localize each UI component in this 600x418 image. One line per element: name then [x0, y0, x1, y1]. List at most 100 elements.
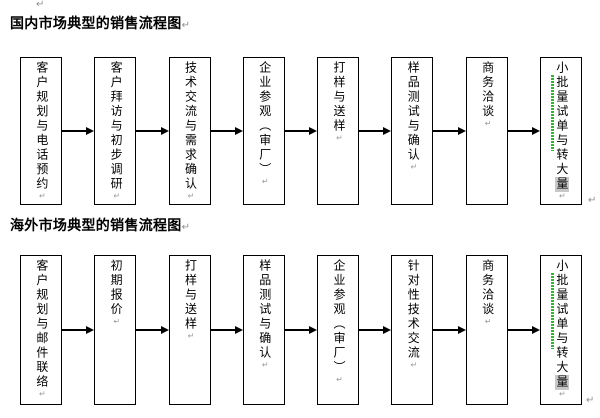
arrow-line — [433, 329, 459, 331]
arrow-line — [284, 130, 311, 132]
flow-step-box[interactable]: 样品测试与确认↵ — [391, 57, 434, 205]
flow-step-box[interactable]: 打样与送样↵ — [317, 57, 360, 205]
flow-step-box[interactable]: 客户拜访与初步调研↵ — [94, 57, 137, 205]
flow-step-label: 客户规划与电话预约↵ — [34, 61, 49, 201]
flow-arrow[interactable] — [359, 57, 392, 205]
flow-step-label: 小批量试单与转大量↵ — [554, 61, 569, 201]
arrow-line — [507, 130, 533, 132]
flow-step-label: 客户拜访与初步调研↵ — [109, 61, 124, 201]
flow-step-box[interactable]: 技术交流与需求确认↵ — [168, 57, 211, 205]
flow-arrow[interactable] — [284, 57, 318, 205]
flow-step-box[interactable]: 客户规划与电话预约↵ — [20, 57, 62, 205]
flow-step-box[interactable]: 小批量试单与转大量↵ — [539, 57, 582, 205]
domestic-flow-row: 客户规划与电话预约↵ 客户拜访与初步调研↵ 技术交流与需求确认↵ 企业参观（审厂）↵ 打… — [20, 57, 582, 205]
paragraph-mark: ↵ — [112, 191, 122, 201]
flow-step-label: 商务洽谈↵ — [480, 259, 495, 326]
paragraph-mark: ↵ — [335, 375, 345, 384]
arrow-head-icon — [234, 127, 243, 135]
paragraph-mark: ↵ — [557, 191, 567, 201]
arrow-head-icon — [457, 127, 466, 135]
paragraph-mark: ↵ — [186, 331, 196, 341]
overseas-flow-title-text: 海外市场典型的销售流程图 — [10, 217, 182, 233]
flow-arrow[interactable] — [507, 255, 540, 405]
arrow-line — [62, 329, 88, 331]
flow-arrow[interactable] — [210, 57, 243, 205]
flow-arrow[interactable] — [136, 57, 169, 205]
arrow-line — [210, 130, 236, 132]
paragraph-mark: ↵ — [37, 191, 47, 201]
flow-step-box[interactable]: 企业参观（审厂）↵ — [317, 255, 360, 405]
flow-step-box[interactable]: 客户规划与邮件联络↵ — [20, 255, 62, 405]
flow-arrow[interactable] — [210, 255, 243, 405]
flow-step-label: 商务洽谈↵ — [480, 61, 495, 128]
arrow-line — [359, 130, 385, 132]
flow-step-label: 打样与送样↵ — [183, 259, 198, 341]
flow-step-label: 小批量试单与转大量↵ — [554, 259, 569, 399]
flow-step-box[interactable]: 商务洽谈↵ — [465, 57, 508, 205]
arrow-head-icon — [309, 127, 318, 135]
paragraph-mark: ↵ — [586, 395, 595, 406]
flow-arrow[interactable] — [284, 255, 318, 405]
paragraph-mark: ↵ — [557, 389, 567, 399]
domestic-flow-title-text: 国内市场典型的销售流程图 — [10, 15, 182, 31]
flow-step-box[interactable]: 样品测试与确认↵ — [242, 255, 285, 405]
flow-step-box[interactable]: 打样与送样↵ — [168, 255, 211, 405]
arrow-line — [284, 329, 311, 331]
flow-step-label: 企业参观（审厂）↵ — [257, 61, 272, 186]
flow-step-label: 样品测试与确认↵ — [406, 61, 421, 172]
paragraph-mark: ↵ — [112, 317, 122, 326]
paragraph-mark: ↵ — [409, 162, 419, 172]
paragraph-mark: ↵ — [483, 317, 493, 326]
arrow-line — [136, 130, 162, 132]
flow-step-box[interactable]: 初期报价↵ — [94, 255, 137, 405]
arrow-head-icon — [86, 326, 95, 334]
paragraph-mark: ↵ — [335, 133, 345, 143]
arrow-head-icon — [383, 326, 392, 334]
flow-arrow[interactable] — [62, 57, 95, 205]
arrow-head-icon — [383, 127, 392, 135]
paragraph-mark: ↵ — [186, 191, 196, 201]
paragraph-mark: ↵ — [588, 195, 597, 206]
domestic-flow-title: 国内市场典型的销售流程图↵ — [10, 13, 190, 33]
arrow-head-icon — [309, 326, 318, 334]
paragraph-mark: ↵ — [36, 0, 45, 10]
spellcheck-underline — [550, 75, 554, 151]
flow-step-label: 样品测试与确认↵ — [257, 259, 272, 370]
flow-step-label: 企业参观（审厂）↵ — [332, 259, 347, 384]
flow-step-box[interactable]: 针对性技术交流↵ — [391, 255, 434, 405]
flow-arrow[interactable] — [359, 255, 392, 405]
flow-step-label: 打样与送样↵ — [332, 61, 347, 143]
flow-arrow[interactable] — [507, 57, 540, 205]
flow-step-box[interactable]: 企业参观（审厂）↵ — [242, 57, 285, 205]
arrow-head-icon — [160, 326, 169, 334]
overseas-flow-title: 海外市场典型的销售流程图↵ — [10, 215, 190, 235]
paragraph-mark: ↵ — [483, 119, 493, 128]
arrow-line — [136, 329, 162, 331]
paragraph-mark: ↵ — [409, 360, 419, 370]
arrow-line — [210, 329, 236, 331]
flow-step-label: 技术交流与需求确认↵ — [183, 61, 198, 201]
flow-step-box[interactable]: 商务洽谈↵ — [465, 255, 508, 405]
spellcheck-underline — [550, 273, 554, 349]
paragraph-mark: ↵ — [260, 177, 270, 186]
arrow-head-icon — [234, 326, 243, 334]
flow-step-label: 初期报价↵ — [109, 259, 124, 326]
flow-arrow[interactable] — [62, 255, 95, 405]
arrow-head-icon — [160, 127, 169, 135]
flow-arrow[interactable] — [433, 57, 466, 205]
arrow-head-icon — [531, 127, 540, 135]
paragraph-mark: ↵ — [181, 20, 191, 31]
flow-arrow[interactable] — [136, 255, 169, 405]
flow-step-label: 针对性技术交流↵ — [406, 259, 421, 370]
arrow-line — [433, 130, 459, 132]
paragraph-mark: ↵ — [181, 222, 191, 233]
flow-arrow[interactable] — [433, 255, 466, 405]
paragraph-mark: ↵ — [260, 360, 270, 370]
flow-step-box[interactable]: 小批量试单与转大量↵ — [539, 255, 582, 405]
arrow-line — [507, 329, 533, 331]
arrow-head-icon — [457, 326, 466, 334]
flow-step-label: 客户规划与邮件联络↵ — [34, 259, 49, 399]
arrow-head-icon — [86, 127, 95, 135]
arrow-head-icon — [531, 326, 540, 334]
